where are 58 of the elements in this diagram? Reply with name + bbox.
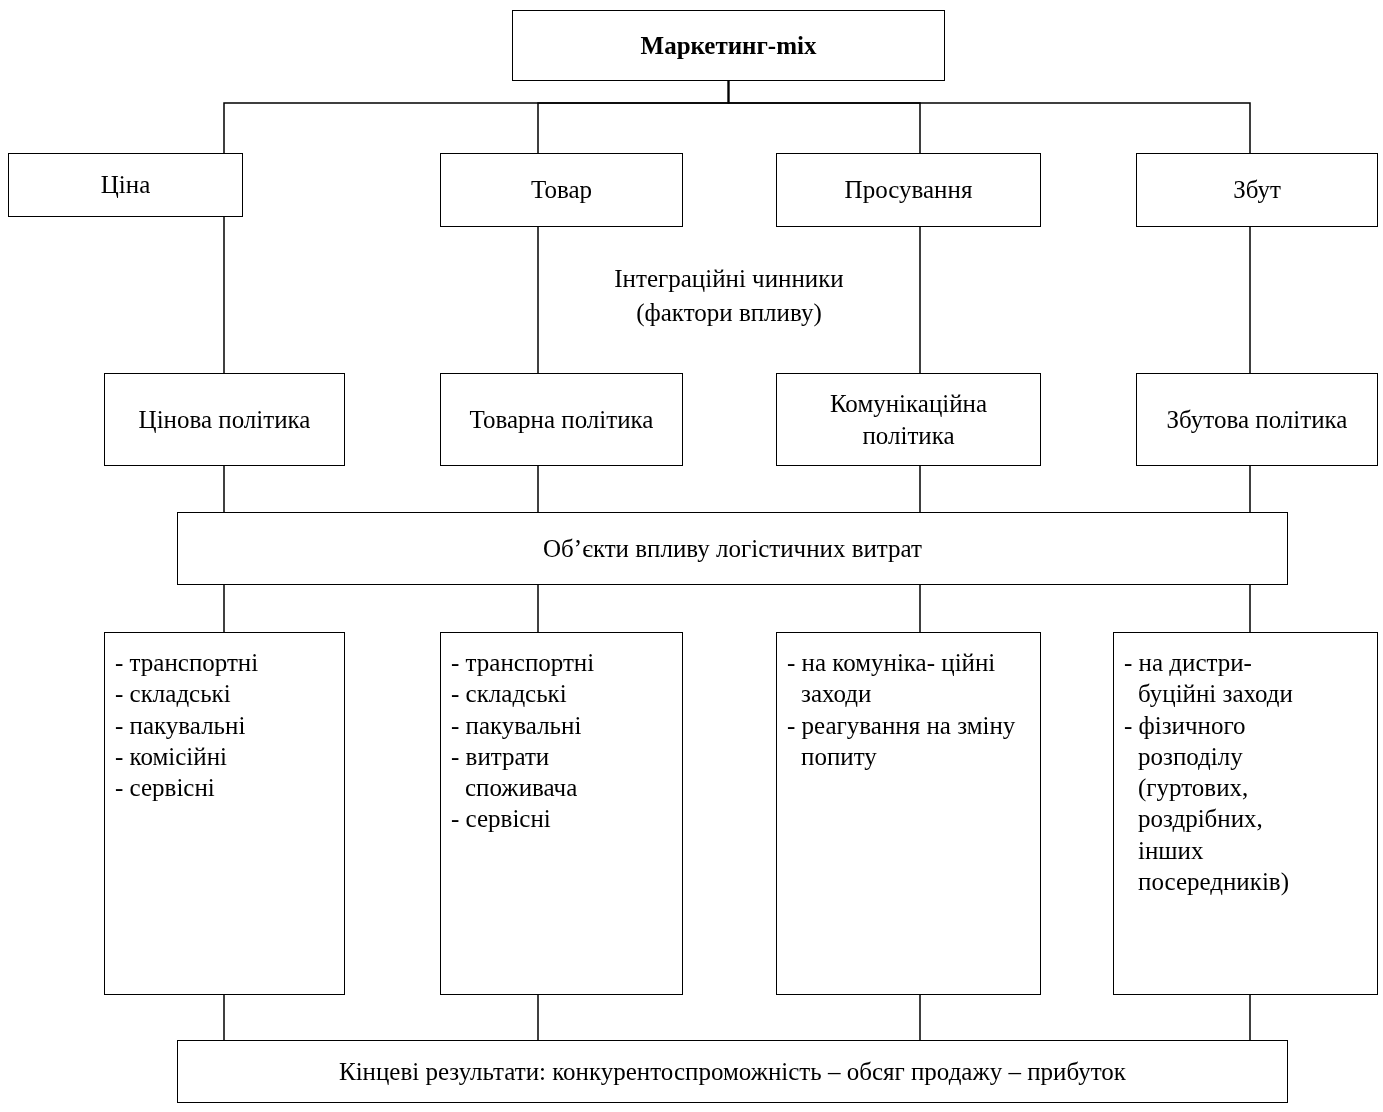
list-item: - на дистри- буційні заходи <box>1124 648 1294 710</box>
list-item: - складські <box>451 679 568 710</box>
box-label: Збут <box>1232 175 1282 206</box>
connector-line <box>727 80 1251 154</box>
connector-line <box>537 584 539 633</box>
result-box <box>177 1040 1288 1103</box>
box-label: Товарна політика <box>468 404 655 435</box>
box-label: Збутова політика <box>1165 404 1349 435</box>
connector-line <box>1249 584 1251 633</box>
connector-line <box>919 226 921 374</box>
box-label: Товар <box>530 175 593 206</box>
category-box <box>177 512 1288 585</box>
list-box <box>776 632 1041 995</box>
process-box <box>776 153 1041 227</box>
connector-line <box>537 226 539 374</box>
title-box <box>512 10 945 81</box>
box-label: Кінцеві результати: конкурентоспроможність – обсяг продажу – прибуток <box>339 1056 1126 1087</box>
connector-line <box>1249 226 1251 374</box>
list-item: - витрати споживача <box>451 741 579 803</box>
list-item: - сервісні <box>115 773 216 803</box>
connector-line <box>223 465 225 513</box>
process-box <box>1136 373 1378 466</box>
connector-line <box>919 465 921 513</box>
list-item: - пакувальні <box>451 710 583 741</box>
process-box <box>440 373 683 466</box>
list-item: - транспортні <box>451 648 596 678</box>
process-box <box>104 373 345 466</box>
list-box <box>1113 632 1378 995</box>
process-box <box>776 373 1041 466</box>
connector-line <box>919 584 921 633</box>
list-box <box>104 632 345 995</box>
list-item: - складські <box>115 679 232 710</box>
list-item: - реагування на зміну попиту <box>787 710 1017 772</box>
box-label: Просування <box>843 175 974 206</box>
box-label: Маркетинг-mix <box>640 30 817 61</box>
connector-line <box>223 216 225 374</box>
process-box <box>8 153 243 217</box>
list-item: - транспортні <box>115 648 260 678</box>
connector-line <box>537 465 539 513</box>
box-label: Ціна <box>99 170 152 201</box>
list-item: - сервісні <box>451 804 552 835</box>
connector-line <box>223 994 225 1041</box>
box-label: Цінова політика <box>137 404 312 435</box>
list-item: - фізичного розподілу (гуртових, роздрібних, інших посередників) <box>1124 710 1290 897</box>
connector-line <box>1249 994 1251 1041</box>
box-label: Комунікаційна політика <box>828 389 989 451</box>
connector-line <box>919 994 921 1041</box>
connector-line <box>1249 465 1251 513</box>
list-box <box>440 632 683 995</box>
process-box <box>440 153 683 227</box>
connector-line <box>537 994 539 1041</box>
list-item: - пакувальні <box>115 710 247 741</box>
list-item: - на комуніка- ційні заходи <box>787 648 997 710</box>
box-label: Об’єкти впливу логістичних витрат <box>543 533 922 564</box>
connector-line <box>223 584 225 633</box>
process-box <box>1136 153 1378 227</box>
list-item: - комісійні <box>115 741 228 772</box>
annotation-text: Інтеграційні чинники (фактори впливу) <box>613 264 845 329</box>
